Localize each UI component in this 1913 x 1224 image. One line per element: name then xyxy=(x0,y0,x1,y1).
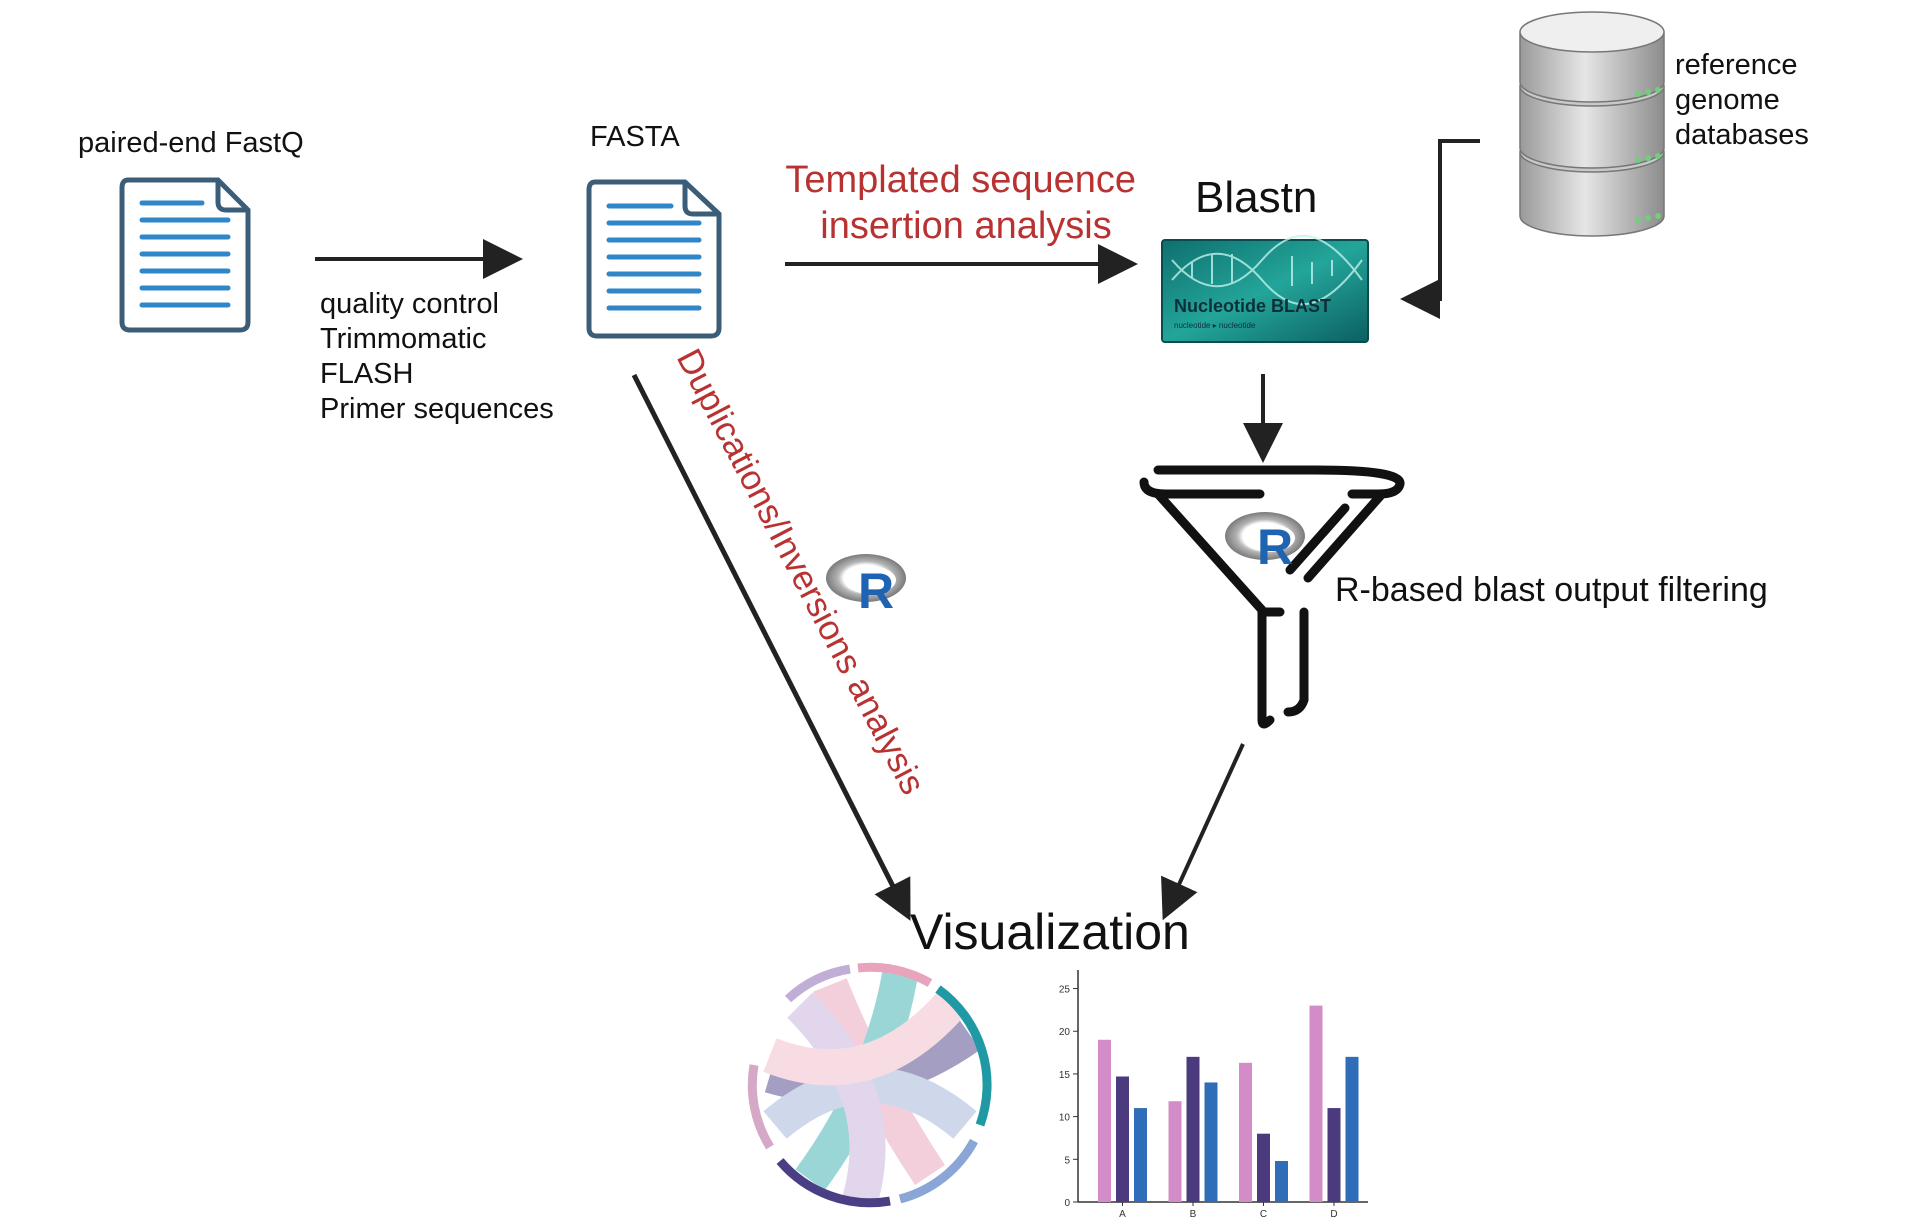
bar xyxy=(1098,1039,1111,1202)
dna-helix-icon xyxy=(1171,234,1363,306)
bar-chart: 0 5 10 15 20 25A B C D xyxy=(1059,970,1368,1220)
tsi-line: Templated sequence xyxy=(785,159,1136,201)
blastn-label: Blastn xyxy=(1195,173,1317,222)
x-tick-label: D xyxy=(1330,1209,1337,1220)
arrow-fasta-to-visualization xyxy=(631,373,911,921)
filter-label: R-based blast output filtering xyxy=(1335,571,1768,609)
filter-node: R R-based blast output filtering xyxy=(1139,465,1768,729)
bar xyxy=(1345,1056,1359,1202)
x-tick-label: B xyxy=(1190,1209,1197,1220)
bar xyxy=(1309,1005,1323,1202)
fastq-document-icon xyxy=(119,177,251,333)
r-logo-letter: R xyxy=(858,563,894,619)
y-tick-label: 20 xyxy=(1059,1027,1071,1038)
bar xyxy=(1257,1133,1270,1202)
y-tick-label: 5 xyxy=(1064,1155,1070,1166)
bar xyxy=(1186,1056,1200,1202)
y-tick-label: 0 xyxy=(1064,1198,1070,1209)
bar xyxy=(1239,1062,1252,1202)
bar xyxy=(1134,1108,1147,1202)
funnel-icon xyxy=(1139,465,1405,729)
qc-step: Primer sequences xyxy=(320,393,554,425)
chord-diagram-icon xyxy=(747,962,992,1208)
y-tick-label: 25 xyxy=(1059,985,1071,996)
fasta-document-icon xyxy=(586,179,722,339)
bar xyxy=(1327,1108,1341,1202)
x-tick-label: A xyxy=(1119,1209,1126,1220)
database-node: reference genome databases xyxy=(1519,11,1809,237)
bar xyxy=(1204,1082,1218,1202)
database-label-line: databases xyxy=(1675,119,1809,151)
y-tick-label: 10 xyxy=(1059,1113,1071,1124)
database-label: reference genome databases xyxy=(1675,49,1809,151)
database-label-line: genome xyxy=(1675,84,1780,116)
bar xyxy=(1116,1076,1129,1202)
x-tick-label: C xyxy=(1260,1209,1267,1220)
qc-step: FLASH xyxy=(320,358,413,390)
bar xyxy=(1275,1161,1288,1202)
tsi-line: insertion analysis xyxy=(820,205,1111,247)
fasta-node: FASTA xyxy=(586,121,722,339)
bar xyxy=(1168,1101,1182,1202)
tsi-analysis-label: Templated sequence insertion analysis xyxy=(785,159,1146,247)
blast-logo-title: Nucleotide BLAST xyxy=(1174,296,1331,316)
qc-steps-text: quality control Trimmomatic FLASH Primer… xyxy=(320,288,554,425)
y-tick-label: 15 xyxy=(1059,1070,1071,1081)
visualization-label: Visualization xyxy=(910,904,1190,960)
qc-step: Trimmomatic xyxy=(320,323,486,355)
blast-logo-subtitle: nucleotide ▸ nucleotide xyxy=(1174,321,1256,330)
arrow-filter-to-visualization xyxy=(1161,743,1245,921)
arrow-database-to-blastn xyxy=(1400,139,1480,319)
nucleotide-blast-logo: Nucleotide BLAST nucleotide ▸ nucleotide xyxy=(1161,234,1369,343)
r-logo-letter: R xyxy=(1257,519,1293,575)
database-icon xyxy=(1519,11,1665,237)
database-label-line: reference xyxy=(1675,49,1798,81)
qc-step: quality control xyxy=(320,288,499,320)
r-logo-icon: R xyxy=(826,554,906,619)
fastq-label: paired-end FastQ xyxy=(78,127,304,159)
fastq-node: paired-end FastQ xyxy=(78,127,304,333)
r-logo-icon: R xyxy=(1225,512,1305,575)
fasta-label: FASTA xyxy=(590,121,680,153)
blastn-node: Blastn Nucleotide BLAST nucleotide ▸ nuc… xyxy=(1161,173,1369,343)
